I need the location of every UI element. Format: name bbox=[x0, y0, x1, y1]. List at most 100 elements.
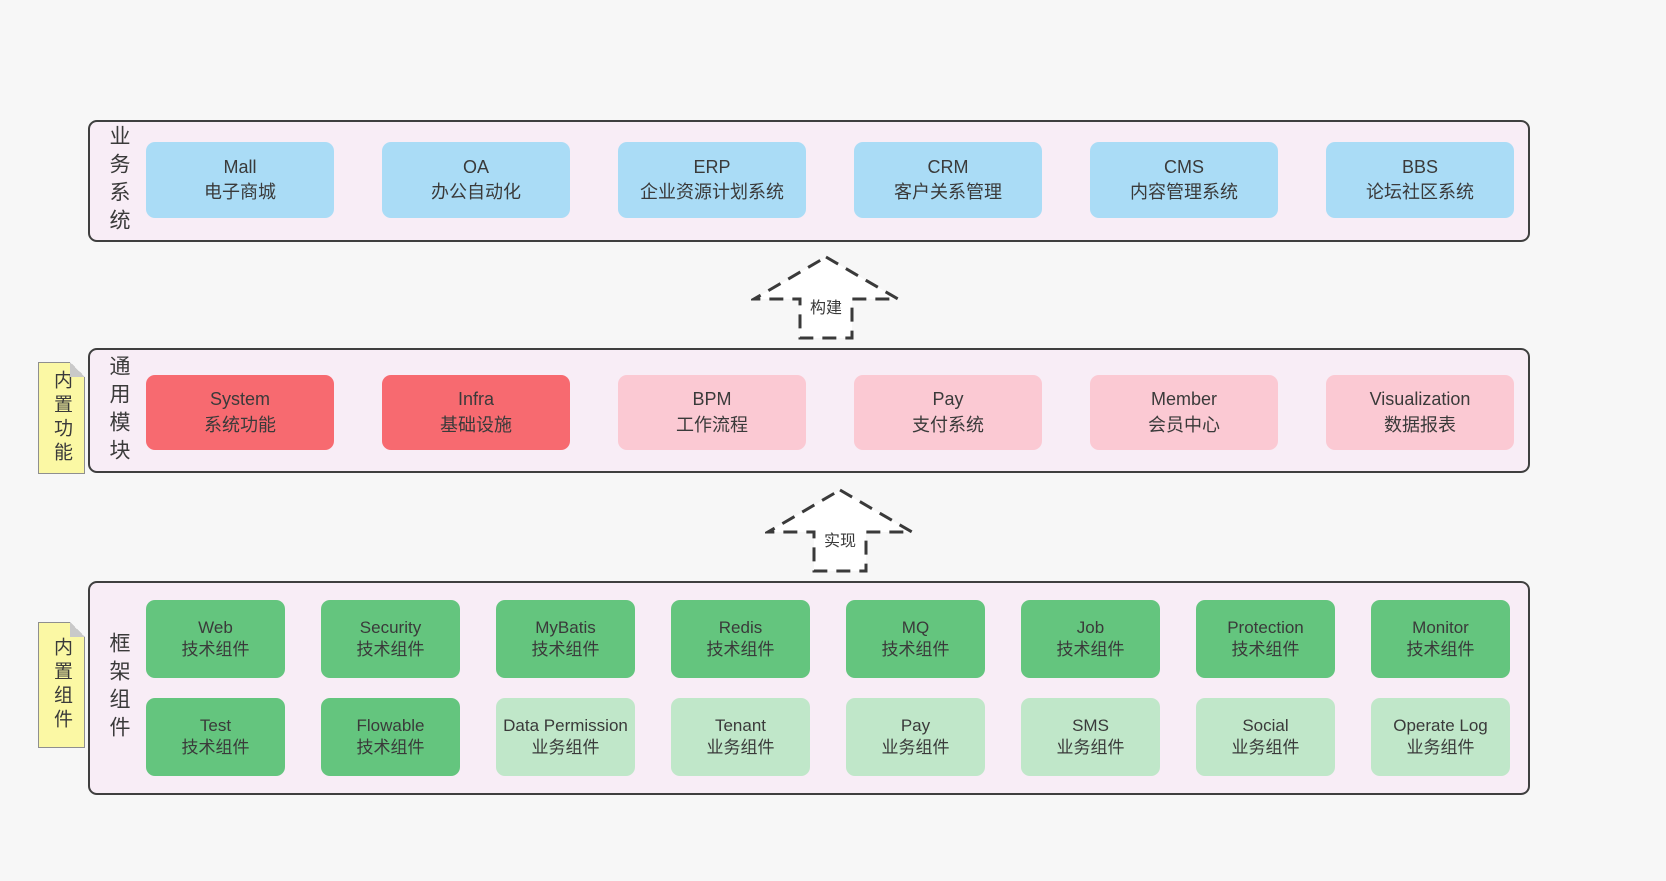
box-subtitle: 业务组件 bbox=[881, 738, 950, 757]
framework-components-row-2: Test 技术组件 Flowable 技术组件 Data Permission … bbox=[146, 698, 1510, 776]
box-title: System bbox=[209, 389, 270, 410]
build-arrow: 构建 bbox=[751, 254, 901, 342]
box-title: Pay bbox=[900, 715, 931, 735]
box-subtitle: 技术组件 bbox=[181, 640, 250, 659]
implement-arrow-label: 实现 bbox=[821, 527, 859, 551]
box-title: MyBatis bbox=[535, 617, 596, 637]
layer-common-modules: 通用模块 System 系统功能 Infra 基础设施 BPM 工作流程 Pay… bbox=[88, 348, 1530, 473]
box-subtitle: 数据报表 bbox=[1384, 414, 1456, 435]
box-bpm: BPM 工作流程 bbox=[618, 375, 806, 450]
box-job: Job 技术组件 bbox=[1021, 600, 1160, 678]
box-title: Job bbox=[1076, 617, 1105, 637]
box-title: ERP bbox=[693, 156, 731, 177]
box-oa: OA 办公自动化 bbox=[382, 142, 570, 218]
box-title: Infra bbox=[457, 389, 495, 410]
box-subtitle: 技术组件 bbox=[706, 640, 775, 659]
box-web: Web 技术组件 bbox=[146, 600, 285, 678]
box-title: Redis bbox=[718, 617, 763, 637]
box-mybatis: MyBatis 技术组件 bbox=[496, 600, 635, 678]
box-subtitle: 技术组件 bbox=[181, 738, 250, 757]
box-title: CMS bbox=[1164, 156, 1204, 177]
box-title: CRM bbox=[927, 156, 969, 177]
box-subtitle: 业务组件 bbox=[706, 738, 775, 757]
box-title: Operate Log bbox=[1393, 715, 1488, 735]
box-subtitle: 客户关系管理 bbox=[894, 182, 1002, 202]
sticky-note-text: 内置组件 bbox=[51, 637, 72, 733]
box-title: OA bbox=[462, 156, 489, 177]
box-subtitle: 论坛社区系统 bbox=[1366, 182, 1474, 202]
box-title: Data Permission bbox=[503, 715, 628, 735]
box-operate-log: Operate Log 业务组件 bbox=[1371, 698, 1510, 776]
box-redis: Redis 技术组件 bbox=[671, 600, 810, 678]
box-erp: ERP 企业资源计划系统 bbox=[618, 142, 806, 218]
box-mall: Mall 电子商城 bbox=[146, 142, 334, 218]
box-subtitle: 工作流程 bbox=[676, 414, 748, 435]
box-tenant: Tenant 业务组件 bbox=[671, 698, 810, 776]
note-fold-corner-icon bbox=[70, 622, 85, 637]
box-title: BPM bbox=[692, 389, 732, 410]
box-subtitle: 业务组件 bbox=[1231, 738, 1300, 757]
note-fold-corner-icon bbox=[70, 362, 85, 377]
box-title: Tenant bbox=[714, 715, 767, 735]
box-infra: Infra 基础设施 bbox=[382, 375, 570, 450]
box-title: SMS bbox=[1072, 715, 1109, 735]
common-modules-row: System 系统功能 Infra 基础设施 BPM 工作流程 Pay 支付系统… bbox=[146, 375, 1514, 450]
box-subtitle: 支付系统 bbox=[912, 414, 984, 435]
box-title: Protection bbox=[1227, 617, 1304, 637]
box-subtitle: 技术组件 bbox=[1406, 640, 1475, 659]
layer-label-framework-components: 框架组件 bbox=[107, 632, 130, 744]
box-title: Monitor bbox=[1412, 617, 1469, 637]
box-title: MQ bbox=[901, 617, 930, 637]
box-title: BBS bbox=[1401, 156, 1439, 177]
box-security: Security 技术组件 bbox=[321, 600, 460, 678]
box-subtitle: 基础设施 bbox=[440, 414, 512, 435]
box-title: Web bbox=[198, 617, 233, 637]
box-title: Security bbox=[359, 617, 422, 637]
box-title: Pay bbox=[932, 389, 964, 410]
build-arrow-label: 构建 bbox=[807, 294, 845, 318]
box-title: Social bbox=[1242, 715, 1289, 735]
box-mq: MQ 技术组件 bbox=[846, 600, 985, 678]
box-sms: SMS 业务组件 bbox=[1021, 698, 1160, 776]
box-monitor: Monitor 技术组件 bbox=[1371, 600, 1510, 678]
box-subtitle: 业务组件 bbox=[1406, 738, 1475, 757]
layer-business-systems: 业务系统 Mall 电子商城 OA 办公自动化 ERP 企业资源计划系统 CRM… bbox=[88, 120, 1530, 242]
box-visualization: Visualization 数据报表 bbox=[1326, 375, 1514, 450]
box-title: Mall bbox=[223, 156, 257, 177]
box-cms: CMS 内容管理系统 bbox=[1090, 142, 1278, 218]
box-member: Member 会员中心 bbox=[1090, 375, 1278, 450]
sticky-note-text: 内置功能 bbox=[51, 370, 72, 466]
box-title: Member bbox=[1150, 389, 1217, 410]
box-system: System 系统功能 bbox=[146, 375, 334, 450]
box-subtitle: 业务组件 bbox=[531, 738, 600, 757]
box-subtitle: 技术组件 bbox=[1231, 640, 1300, 659]
box-subtitle: 技术组件 bbox=[356, 738, 425, 757]
box-subtitle: 内容管理系统 bbox=[1130, 182, 1238, 202]
box-pay-module: Pay 支付系统 bbox=[854, 375, 1042, 450]
box-protection: Protection 技术组件 bbox=[1196, 600, 1335, 678]
implement-arrow: 实现 bbox=[765, 487, 915, 575]
sticky-note-built-in-components: 内置组件 bbox=[38, 622, 85, 748]
box-bbs: BBS 论坛社区系统 bbox=[1326, 142, 1514, 218]
business-systems-row: Mall 电子商城 OA 办公自动化 ERP 企业资源计划系统 CRM 客户关系… bbox=[146, 142, 1514, 218]
box-test: Test 技术组件 bbox=[146, 698, 285, 776]
box-social: Social 业务组件 bbox=[1196, 698, 1335, 776]
framework-components-row-1: Web 技术组件 Security 技术组件 MyBatis 技术组件 Redi… bbox=[146, 600, 1510, 678]
layer-framework-components: 框架组件 Web 技术组件 Security 技术组件 MyBatis 技术组件… bbox=[88, 581, 1530, 795]
box-subtitle: 系统功能 bbox=[204, 414, 276, 435]
box-subtitle: 会员中心 bbox=[1148, 414, 1220, 435]
box-subtitle: 企业资源计划系统 bbox=[640, 182, 784, 202]
box-subtitle: 技术组件 bbox=[531, 640, 600, 659]
box-subtitle: 电子商城 bbox=[204, 182, 276, 202]
layer-label-common-modules: 通用模块 bbox=[107, 354, 130, 467]
box-subtitle: 办公自动化 bbox=[431, 182, 521, 202]
box-data-permission: Data Permission 业务组件 bbox=[496, 698, 635, 776]
sticky-note-built-in-features: 内置功能 bbox=[38, 362, 85, 474]
box-subtitle: 技术组件 bbox=[356, 640, 425, 659]
box-title: Test bbox=[199, 715, 232, 735]
box-title: Flowable bbox=[356, 715, 425, 735]
box-subtitle: 技术组件 bbox=[1056, 640, 1125, 659]
box-flowable: Flowable 技术组件 bbox=[321, 698, 460, 776]
box-crm: CRM 客户关系管理 bbox=[854, 142, 1042, 218]
box-pay-component: Pay 业务组件 bbox=[846, 698, 985, 776]
